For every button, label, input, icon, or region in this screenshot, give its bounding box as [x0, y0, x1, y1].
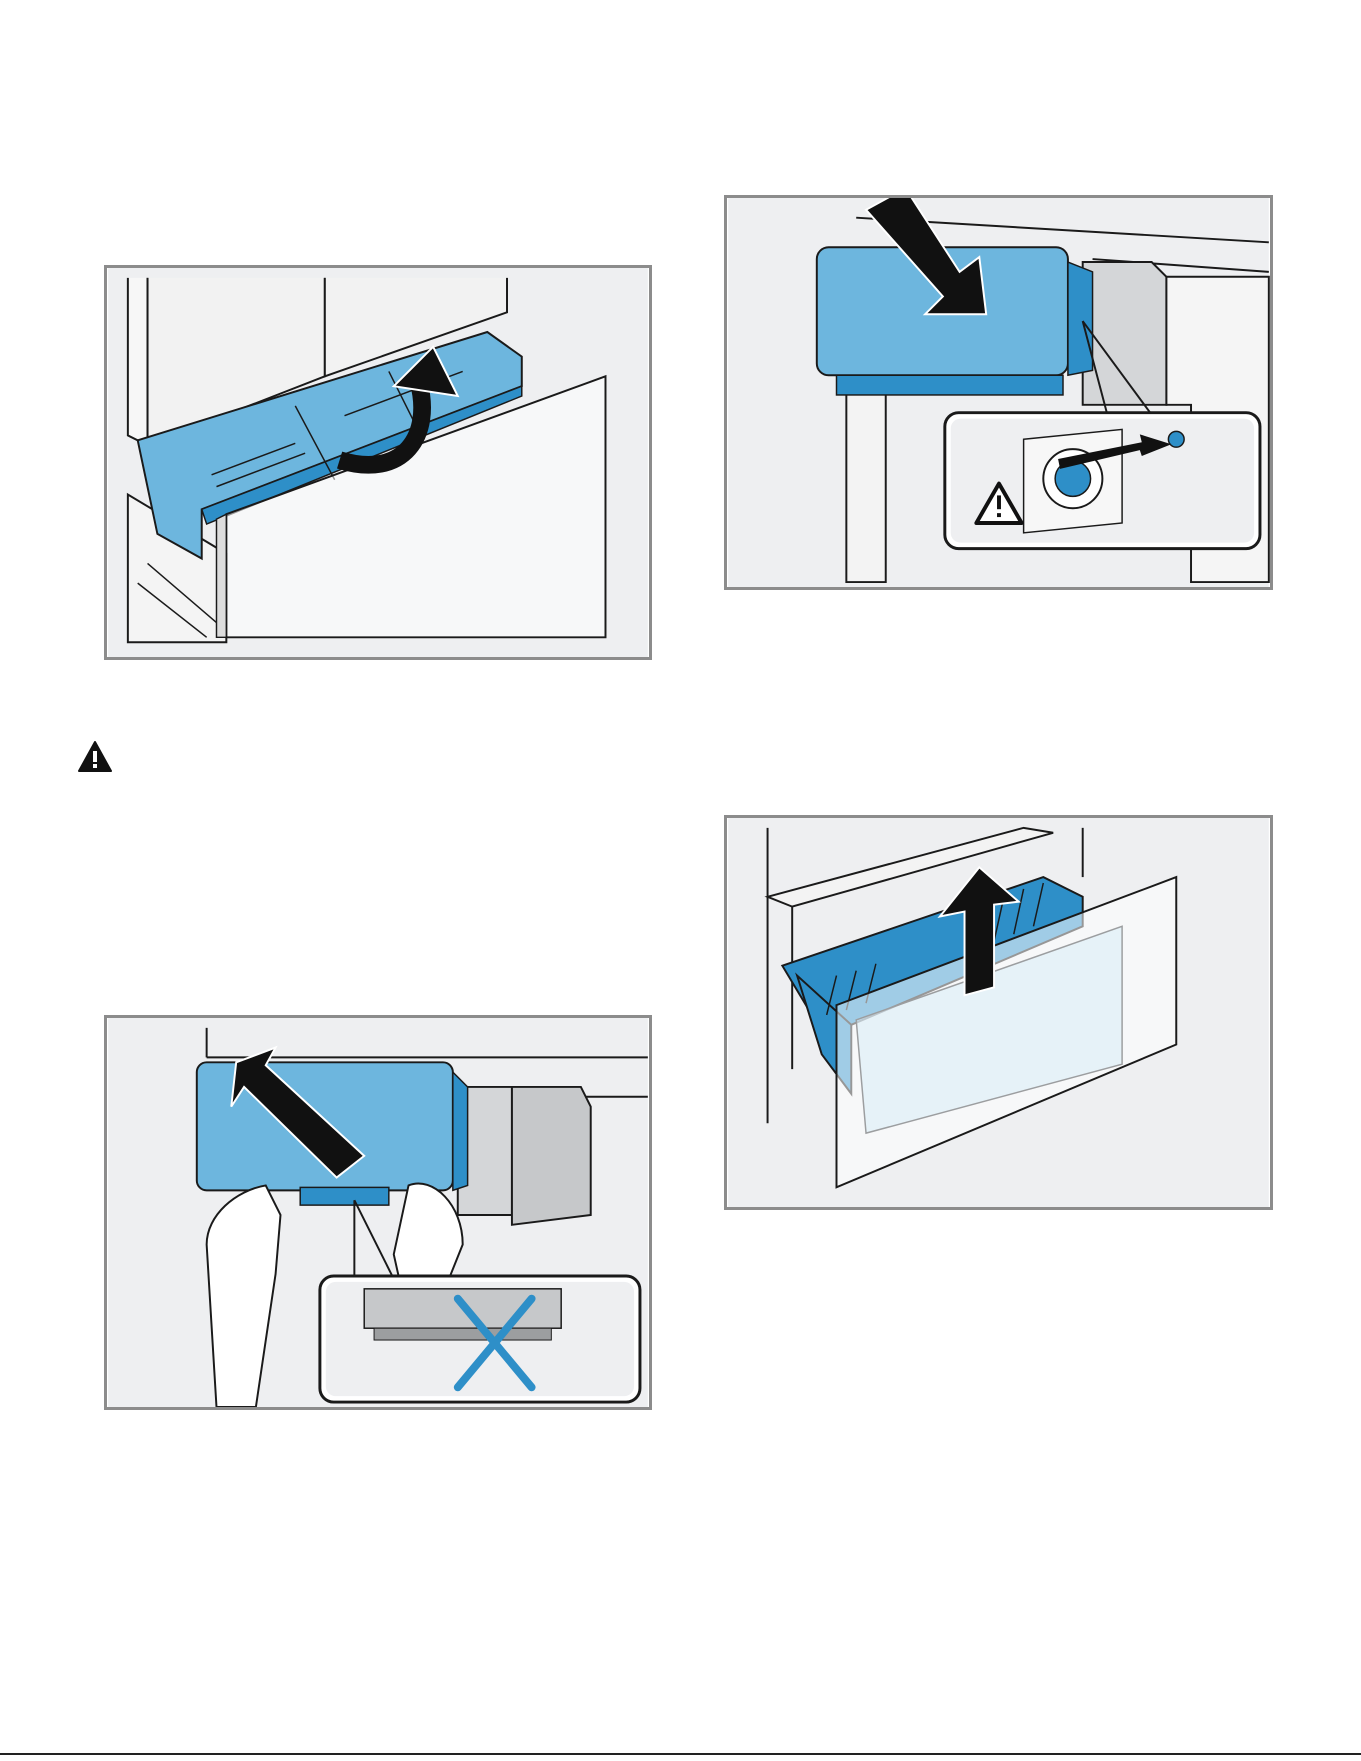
figure-filter-cover-insert	[724, 195, 1273, 590]
figure-shelf-removal	[104, 265, 652, 660]
figure-filter-cover-removal	[104, 1015, 652, 1410]
warning-icon	[77, 740, 113, 773]
shelf-removal-illustration	[107, 268, 649, 657]
footer-rule	[0, 1753, 1361, 1755]
filter-cover-removal-illustration	[107, 1018, 649, 1407]
filter-cover-insert-illustration	[727, 198, 1270, 587]
figure-drawer-lift	[724, 815, 1273, 1210]
drawer-lift-illustration	[727, 818, 1270, 1207]
